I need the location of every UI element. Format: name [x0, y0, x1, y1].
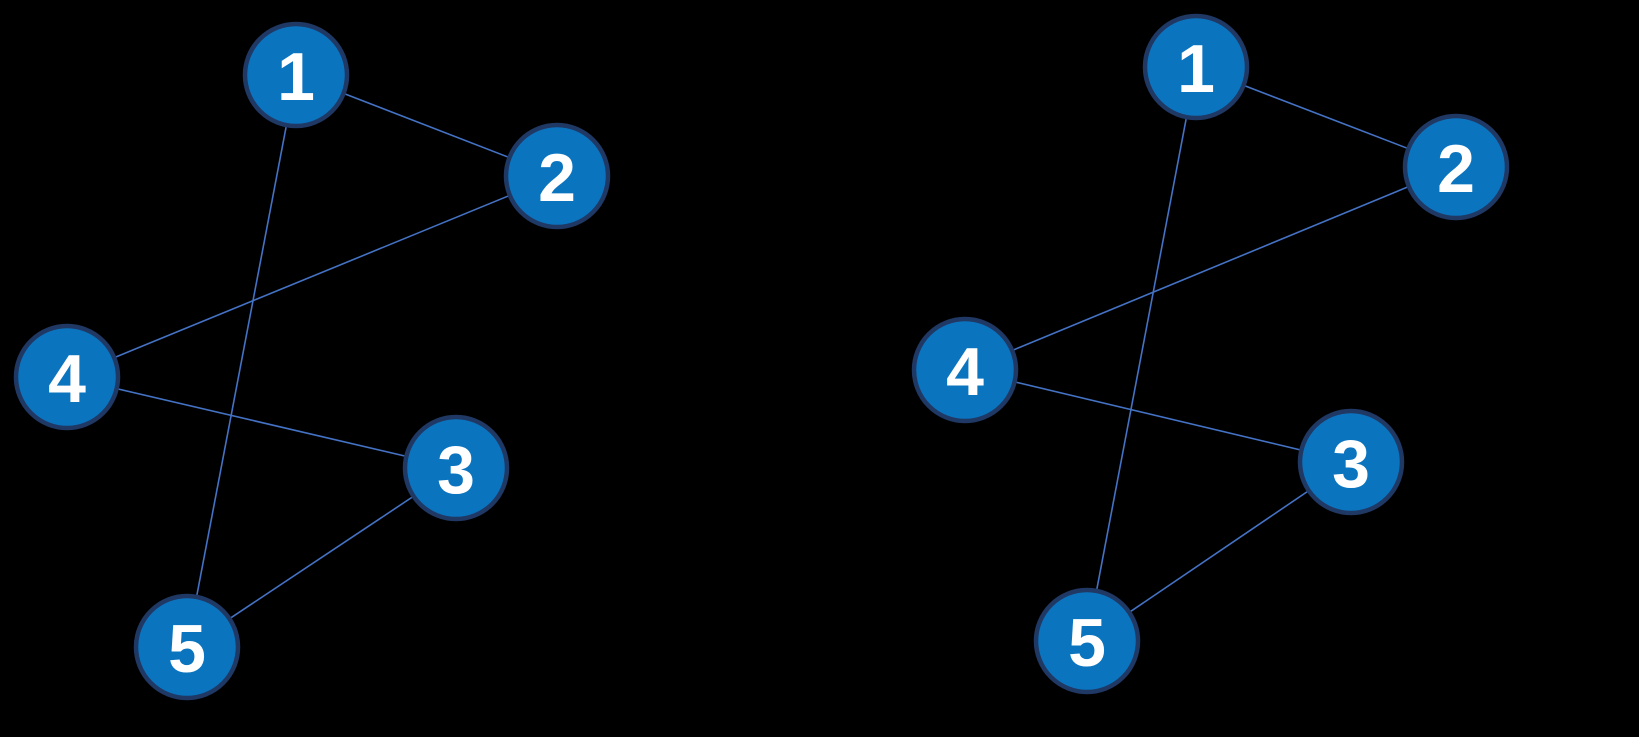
edge-left-graph-3-5 [186, 467, 457, 648]
left-graph-node-circle-3 [402, 414, 510, 522]
right-graph-node-label-5: 5 [1068, 605, 1106, 681]
right-graph-node-label-1: 1 [1177, 31, 1215, 107]
left-graph-node-circle-5 [133, 593, 241, 701]
left-graph-node-label-2: 2 [538, 140, 576, 216]
right-graph-node-5: 5 [1033, 587, 1141, 695]
right-graph-node-circle-1 [1142, 13, 1250, 121]
edge-left-graph-4-3 [66, 376, 457, 469]
left-graph-node-2: 2 [503, 122, 611, 230]
right-graph-node-3: 3 [1297, 408, 1405, 516]
left-graph-node-1: 1 [242, 21, 350, 129]
left-graph: 1 2 3 4 5 [13, 21, 611, 701]
right-graph: 1 2 3 4 5 [911, 13, 1510, 695]
edge-right-graph-4-3 [964, 369, 1352, 463]
left-graph-node-label-1: 1 [277, 39, 315, 115]
right-graph-node-label-2: 2 [1437, 131, 1475, 207]
right-graph-node-circle-2 [1402, 113, 1510, 221]
left-graph-node-circle-1 [242, 21, 350, 129]
right-graph-node-circle-3 [1297, 408, 1405, 516]
left-graph-node-5: 5 [133, 593, 241, 701]
left-graph-node-label-4: 4 [48, 341, 86, 417]
right-graph-node-4: 4 [911, 316, 1019, 424]
left-graph-node-label-3: 3 [437, 432, 475, 508]
left-graph-node-4: 4 [13, 323, 121, 431]
edge-right-graph-1-5 [1086, 66, 1197, 642]
left-graph-node-circle-4 [13, 323, 121, 431]
right-graph-node-circle-4 [911, 316, 1019, 424]
right-graph-node-label-4: 4 [946, 334, 984, 410]
edge-left-graph-1-5 [186, 74, 297, 648]
right-graph-node-label-3: 3 [1332, 426, 1370, 502]
left-graph-node-label-5: 5 [168, 611, 206, 687]
right-graph-node-2: 2 [1402, 113, 1510, 221]
edge-left-graph-2-4 [66, 175, 558, 378]
right-graph-node-1: 1 [1142, 13, 1250, 121]
edge-right-graph-2-4 [964, 166, 1457, 371]
left-graph-node-3: 3 [402, 414, 510, 522]
right-graph-node-circle-5 [1033, 587, 1141, 695]
left-graph-node-circle-2 [503, 122, 611, 230]
